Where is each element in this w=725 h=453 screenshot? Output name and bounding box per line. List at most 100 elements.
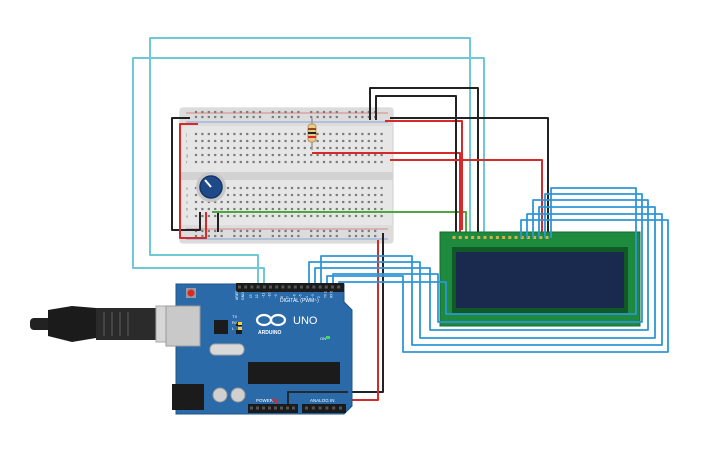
rail-hole [297,234,300,238]
rail-hole [354,115,358,119]
digital-pin-label: 12 [255,294,259,298]
analog-pin [332,406,336,410]
power-pin [274,406,277,410]
rail-hole [335,234,338,238]
wire-red-5v-end [272,399,277,404]
breadboard-hole [194,146,198,150]
arduino-uno: UNO ARDUINO DIGITAL (PWM~) L TX RX ON PO… [165,283,353,415]
breadboard-hole [303,207,306,211]
lcd-pin [477,236,481,239]
breadboard-hole [322,153,326,157]
power-label: POWER [256,398,274,403]
digital-pin [306,285,310,289]
capacitor-2 [230,387,246,403]
breadboard-hole [284,132,287,136]
breadboard-hole [226,146,230,150]
rail-hole [258,229,262,233]
breadboard-hole [239,193,242,197]
breadboard-hole [310,207,313,211]
rail-hole [252,110,255,114]
breadboard-hole [265,160,268,164]
breadboard-hole [265,214,268,218]
digital-pin [256,285,260,289]
breadboard-hole [367,207,370,211]
breadboard-hole [361,132,364,136]
breadboard-hole [265,207,268,211]
wire-black-top-1 [369,87,479,238]
breadboard-hole [374,214,377,218]
rail-hole [284,110,287,114]
breadboard-hole [220,139,223,143]
breadboard-hole [374,200,377,204]
rail-hole [310,115,313,119]
breadboard-hole [258,160,262,164]
rail-hole [246,110,249,114]
digital-pin [269,285,272,289]
breadboard-hole [361,186,364,190]
breadboard-hole [258,146,262,150]
breadboard-hole [258,193,262,197]
reset-button[interactable] [187,289,195,297]
resistor [307,118,317,150]
rail-hole [252,115,255,119]
breadboard-hole [335,193,338,197]
breadboard-hole [335,207,338,211]
breadboard-hole [201,160,204,164]
breadboard-hole [297,160,300,164]
breadboard-hole [329,214,332,218]
rail-hole [348,229,351,233]
breadboard-hole [290,186,294,190]
gnd-label: GND [241,292,245,300]
wire-green-pot [212,211,467,238]
breadboard-hole [239,207,242,211]
potentiometer [196,172,226,202]
wire-blue-6 [338,187,637,315]
breadboard-hole [354,146,358,150]
analog-pin [325,406,329,410]
breadboard-hole [374,146,377,150]
breadboard-hole [207,207,210,211]
breadboard-hole [258,186,262,190]
wire-black-pot [171,117,201,231]
breadboard-hole [246,139,249,143]
rail-hole [316,229,319,233]
breadboard-hole [246,207,249,211]
breadboard-hole [194,132,198,136]
breadboard-hole [220,132,223,136]
breadboard-hole [329,186,332,190]
breadboard-hole [233,153,236,157]
breadboard-hole [220,153,223,157]
lcd-pin [502,236,506,239]
breadboard-hole [316,153,319,157]
digital-pin [331,285,334,289]
rail-hole [194,110,198,114]
breadboard-hole [194,214,198,218]
rail-hole [316,234,319,238]
breadboard-hole [265,146,268,150]
rail-hole [367,115,370,119]
rail-hole [361,234,364,238]
wire-black-top-2 [375,95,457,238]
breadboard-hole [297,146,300,150]
breadboard-hole [290,139,294,143]
breadboard-hole [297,139,300,143]
rail-hole [220,115,223,119]
breadboard-hole [278,132,281,136]
breadboard-hole [374,132,377,136]
analog-pin [305,406,308,410]
breadboard-hole [374,139,377,143]
rail-hole [367,234,370,238]
rail-hole [214,234,217,238]
breadboard-hole [239,186,242,190]
breadboard-hole [335,139,338,143]
breadboard-wires [171,87,549,401]
digital-pin [275,285,279,289]
digital-pin [300,285,303,289]
breadboard-hole [271,132,274,136]
lcd-pin [539,236,543,239]
breadboard-hole [361,146,364,150]
rail-hole [348,110,351,114]
breadboard-hole [310,160,313,164]
wire-red-top-2 [390,159,543,238]
